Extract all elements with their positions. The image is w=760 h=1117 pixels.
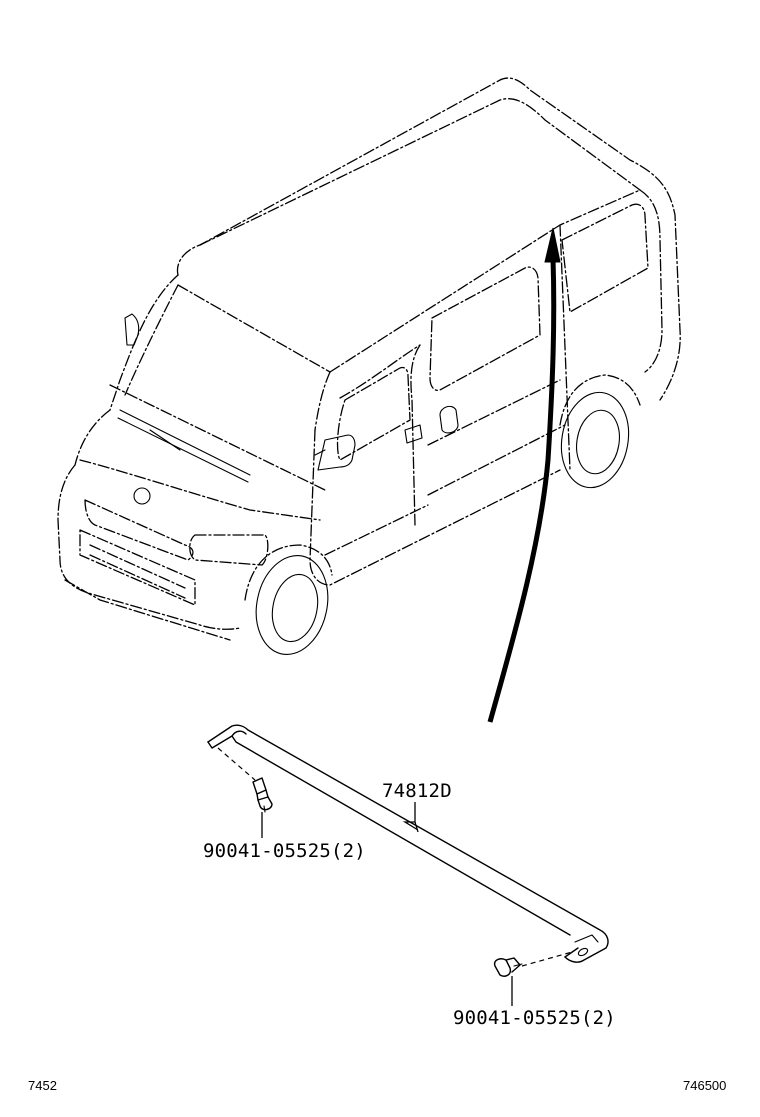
hidden-line-bottom xyxy=(521,951,573,967)
screw-icon xyxy=(493,957,523,977)
van-illustration xyxy=(57,77,681,655)
part-label-screw-top[interactable]: 90041-05525(2) xyxy=(203,840,366,862)
leader-main-part xyxy=(402,802,419,831)
hidden-line-top xyxy=(217,747,256,781)
leader-main-to-strip xyxy=(414,821,419,833)
part-label-screw-bottom[interactable]: 90041-05525(2) xyxy=(453,1007,616,1029)
side-molding-strip xyxy=(207,724,609,963)
footer-left-code: 7452 xyxy=(28,1078,57,1093)
part-label-main[interactable]: 74812D xyxy=(382,780,452,802)
installation-arrow xyxy=(487,227,561,723)
footer-right-code: 746500 xyxy=(683,1078,726,1093)
screw-icon xyxy=(252,777,273,813)
